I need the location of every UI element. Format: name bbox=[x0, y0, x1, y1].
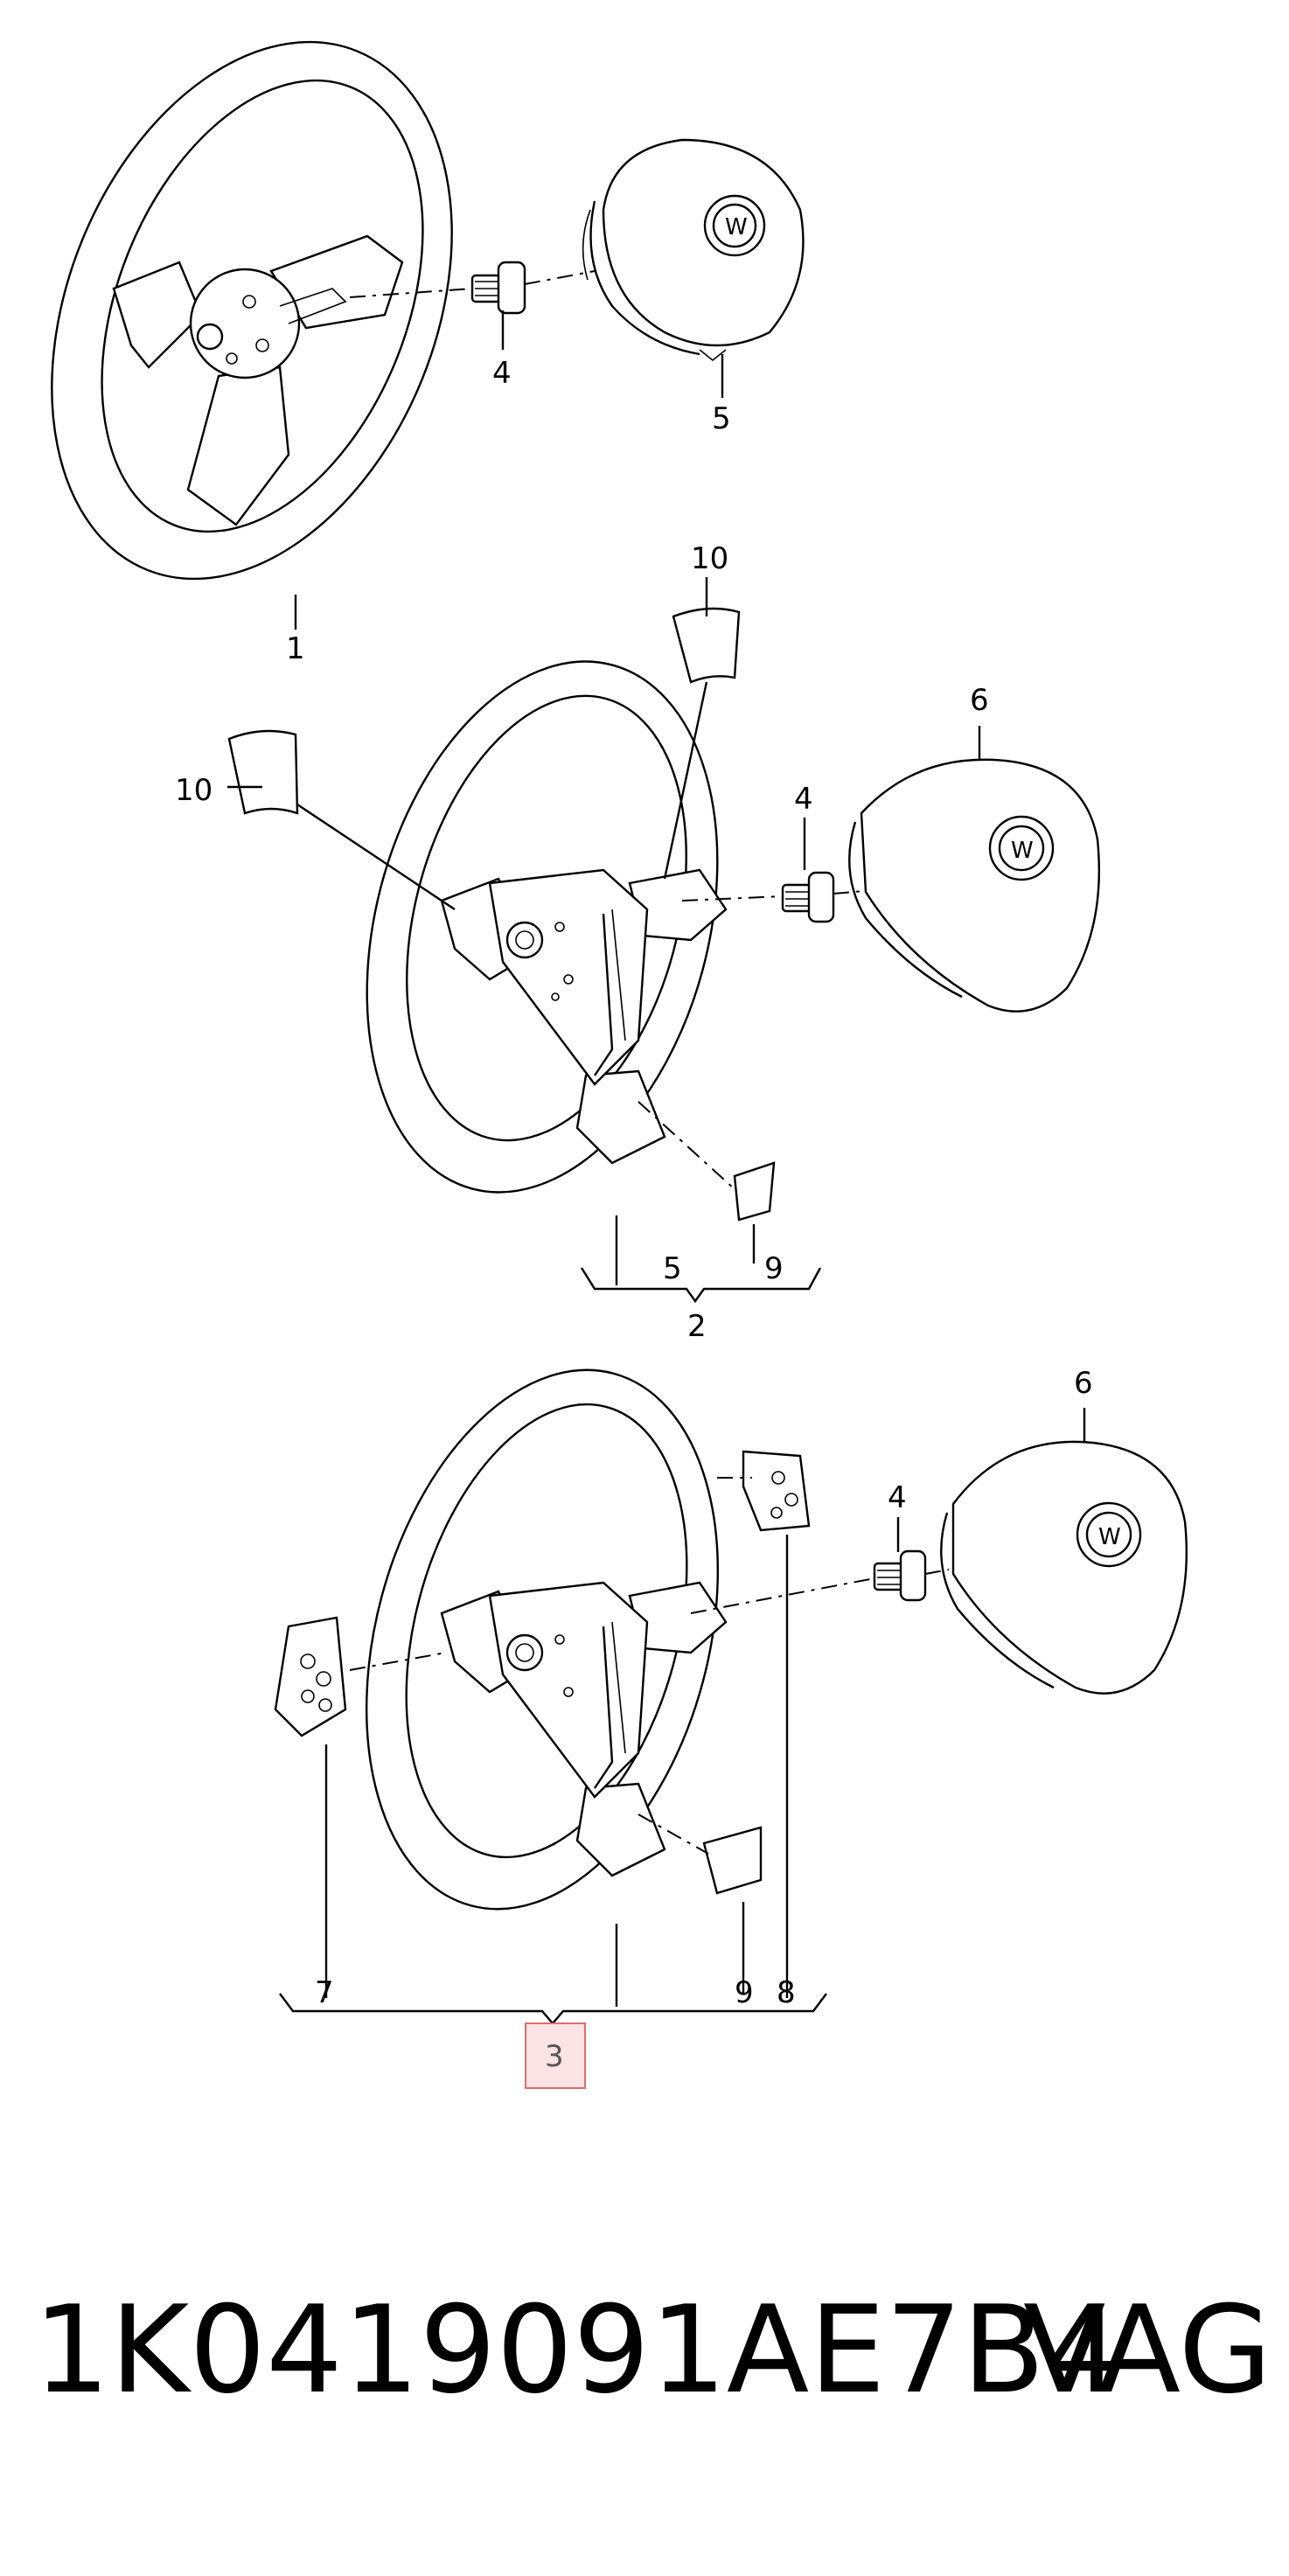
callout-2: 2 bbox=[687, 1309, 707, 1344]
trim-cover-10-right-drawing bbox=[672, 607, 741, 684]
callout-1: 1 bbox=[286, 631, 305, 666]
callout-3: 3 bbox=[545, 2039, 564, 2074]
callout-4-bot: 4 bbox=[888, 1480, 907, 1515]
callout-9-mid: 9 bbox=[764, 1251, 784, 1286]
callout-6-bot: 6 bbox=[1074, 1366, 1093, 1401]
callout-10-right: 10 bbox=[691, 541, 728, 576]
trim-cover-10-left-drawing bbox=[227, 729, 299, 815]
part-number: 1K0419091AE7B4 bbox=[33, 2280, 1122, 2420]
bolt-4-bot-drawing bbox=[873, 1549, 927, 1602]
callout-7: 7 bbox=[315, 1975, 334, 2010]
callout-8: 8 bbox=[777, 1975, 796, 2010]
steering-wheel-1-drawing bbox=[51, 40, 453, 581]
steering-wheel-2-drawing bbox=[366, 660, 728, 1194]
vw-logo-icon: W bbox=[725, 214, 748, 240]
bolt-4-top-drawing bbox=[470, 261, 526, 315]
vw-logo-icon: W bbox=[1098, 1524, 1121, 1550]
airbag-5-top-drawing: W bbox=[582, 138, 805, 362]
switch-module-7-drawing bbox=[274, 1616, 347, 1737]
callout-4-top: 4 bbox=[492, 356, 512, 391]
callout-9-bot: 9 bbox=[735, 1975, 754, 2010]
switch-module-8-drawing bbox=[742, 1450, 811, 1532]
callout-5-top: 5 bbox=[712, 401, 731, 436]
highlight-box bbox=[525, 2023, 586, 2089]
vw-logo-icon: W bbox=[1011, 838, 1034, 864]
steering-wheel-3-drawing bbox=[365, 1368, 728, 1911]
airbag-6-mid-drawing: W bbox=[848, 758, 1100, 1013]
bolt-4-mid-drawing bbox=[781, 871, 835, 923]
callout-10-left: 10 bbox=[175, 773, 213, 808]
airbag-6-bot-drawing: W bbox=[940, 1440, 1188, 1695]
highlighted-callout-3[interactable]: 3 bbox=[525, 2023, 586, 2089]
brand-name: VAG bbox=[1023, 2280, 1272, 2420]
callout-4-mid: 4 bbox=[794, 782, 813, 817]
callout-6-mid: 6 bbox=[970, 683, 989, 718]
trim-cover-9-mid-drawing bbox=[733, 1161, 776, 1222]
trim-cover-9-bot-drawing bbox=[702, 1826, 763, 1895]
callout-5-mid: 5 bbox=[663, 1251, 682, 1286]
